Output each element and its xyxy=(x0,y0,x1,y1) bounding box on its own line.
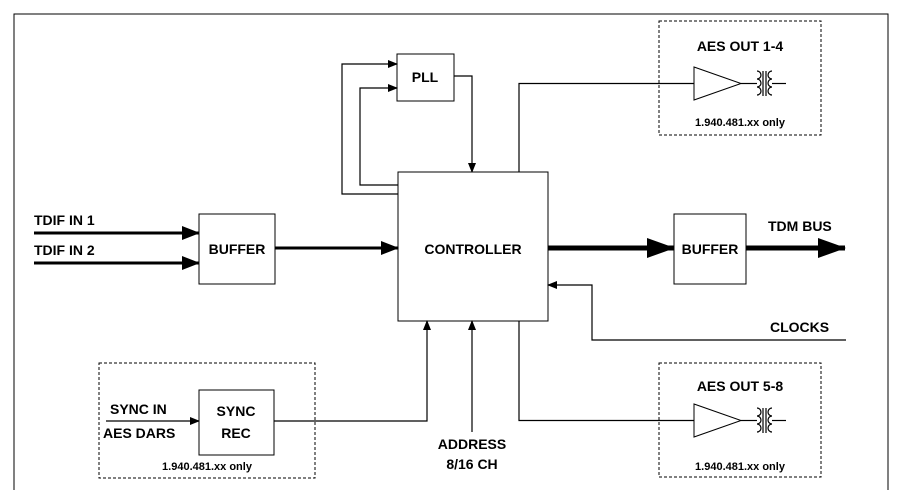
input-buffer-label: BUFFER xyxy=(209,241,266,257)
pll-label: PLL xyxy=(412,69,439,85)
aes-out-5-8-driver-icon xyxy=(693,403,743,438)
sync-to-controller-line xyxy=(274,320,431,422)
clocks-line xyxy=(547,281,846,341)
aes-out-5-8-note: 1.940.481.xx only xyxy=(695,461,786,473)
tdif-in-1-label: TDIF IN 1 xyxy=(34,212,95,228)
input-buffer-block xyxy=(198,213,276,285)
sync-in-label: SYNC IN xyxy=(110,401,167,417)
address-label-line1: ADDRESS xyxy=(438,436,506,452)
controller-to-aes-out-5-8-line xyxy=(518,321,694,422)
diagram-frame xyxy=(13,13,889,490)
sync-note: 1.940.481.xx only xyxy=(162,461,253,473)
sync-rec-label-line2: REC xyxy=(221,425,251,441)
aes-out-1-4-note: 1.940.481.xx only xyxy=(695,117,786,129)
aes-dars-label: AES DARS xyxy=(103,425,175,441)
aes-out-1-4-box xyxy=(658,20,822,136)
sync-rec-label-line1: SYNC xyxy=(217,403,256,419)
address-label-line2: 8/16 CH xyxy=(446,456,497,472)
aes-out-1-4-transformer-icon xyxy=(741,70,786,96)
controller-to-aes-out-1-4-line xyxy=(518,82,694,172)
aes-out-5-8-label: AES OUT 5-8 xyxy=(697,378,784,394)
aes-out-1-4-label: AES OUT 1-4 xyxy=(697,38,784,54)
output-buffer-label: BUFFER xyxy=(682,241,739,257)
tdif-in-2-label: TDIF IN 2 xyxy=(34,242,95,258)
aes-out-1-4-driver-icon xyxy=(693,66,743,101)
tdm-bus-label: TDM BUS xyxy=(768,218,832,234)
sync-rec-block xyxy=(198,389,275,456)
pll-to-controller-line xyxy=(454,75,476,173)
controller-block xyxy=(397,171,549,322)
pll-block xyxy=(396,53,455,102)
controller-label: CONTROLLER xyxy=(424,241,521,257)
clocks-label: CLOCKS xyxy=(770,319,829,335)
pll-loop-inner xyxy=(359,84,398,186)
output-buffer-block xyxy=(673,213,747,285)
pll-loop-outer xyxy=(341,60,398,195)
sync-box xyxy=(98,362,316,479)
aes-out-5-8-transformer-icon xyxy=(741,407,786,433)
